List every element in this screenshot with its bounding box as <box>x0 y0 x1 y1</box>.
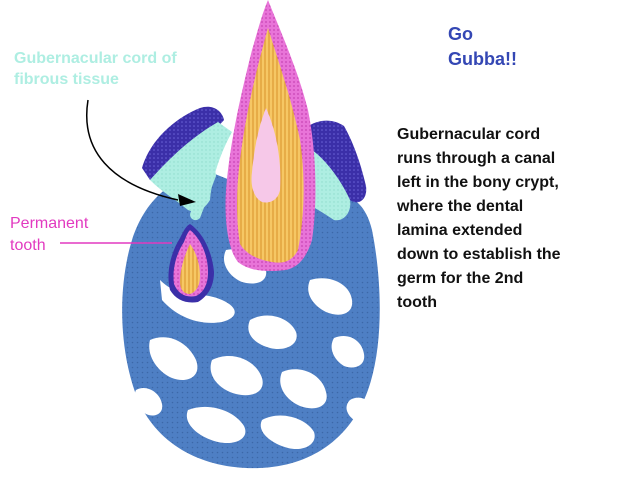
description-line: runs through a canal <box>397 150 556 167</box>
permanent-label-line2: tooth <box>10 237 46 254</box>
go-gubba-callout: Go Gubba!! <box>448 22 517 72</box>
permanent-tooth-label: Permanent tooth <box>10 213 88 257</box>
go-gubba-line2: Gubba!! <box>448 49 517 69</box>
marrow-spaces <box>134 249 372 450</box>
description-line: where the dental <box>397 198 524 215</box>
gubernacular-cord-label: Gubernacular cord of fibrous tissue <box>14 48 244 90</box>
permanent-label-line1: Permanent <box>10 215 89 232</box>
description-line: Gubernacular cord <box>397 126 541 143</box>
permanent-tooth-dentin <box>180 244 200 294</box>
gubernacular-label-line2: fibrous tissue <box>14 71 119 88</box>
gubernacular-arrowhead <box>178 194 196 206</box>
description-text: Gubernacular cord runs through a canal l… <box>397 123 633 315</box>
description-line: down to establish the <box>397 246 561 263</box>
gubernacular-cord <box>190 168 216 221</box>
description-line: germ for the 2nd <box>397 270 524 287</box>
description-line: tooth <box>397 294 437 311</box>
go-gubba-line1: Go <box>448 24 473 44</box>
gubernacular-tissue-left <box>150 122 232 212</box>
description-line: lamina extended <box>397 222 523 239</box>
description-line: left in the bony crypt, <box>397 174 559 191</box>
gubernacular-label-line1: Gubernacular cord of <box>14 50 177 67</box>
gum-left <box>142 106 224 180</box>
primary-tooth-pulp <box>251 108 281 203</box>
gum-right <box>300 120 367 203</box>
gubernacular-leader-line <box>86 99 179 201</box>
